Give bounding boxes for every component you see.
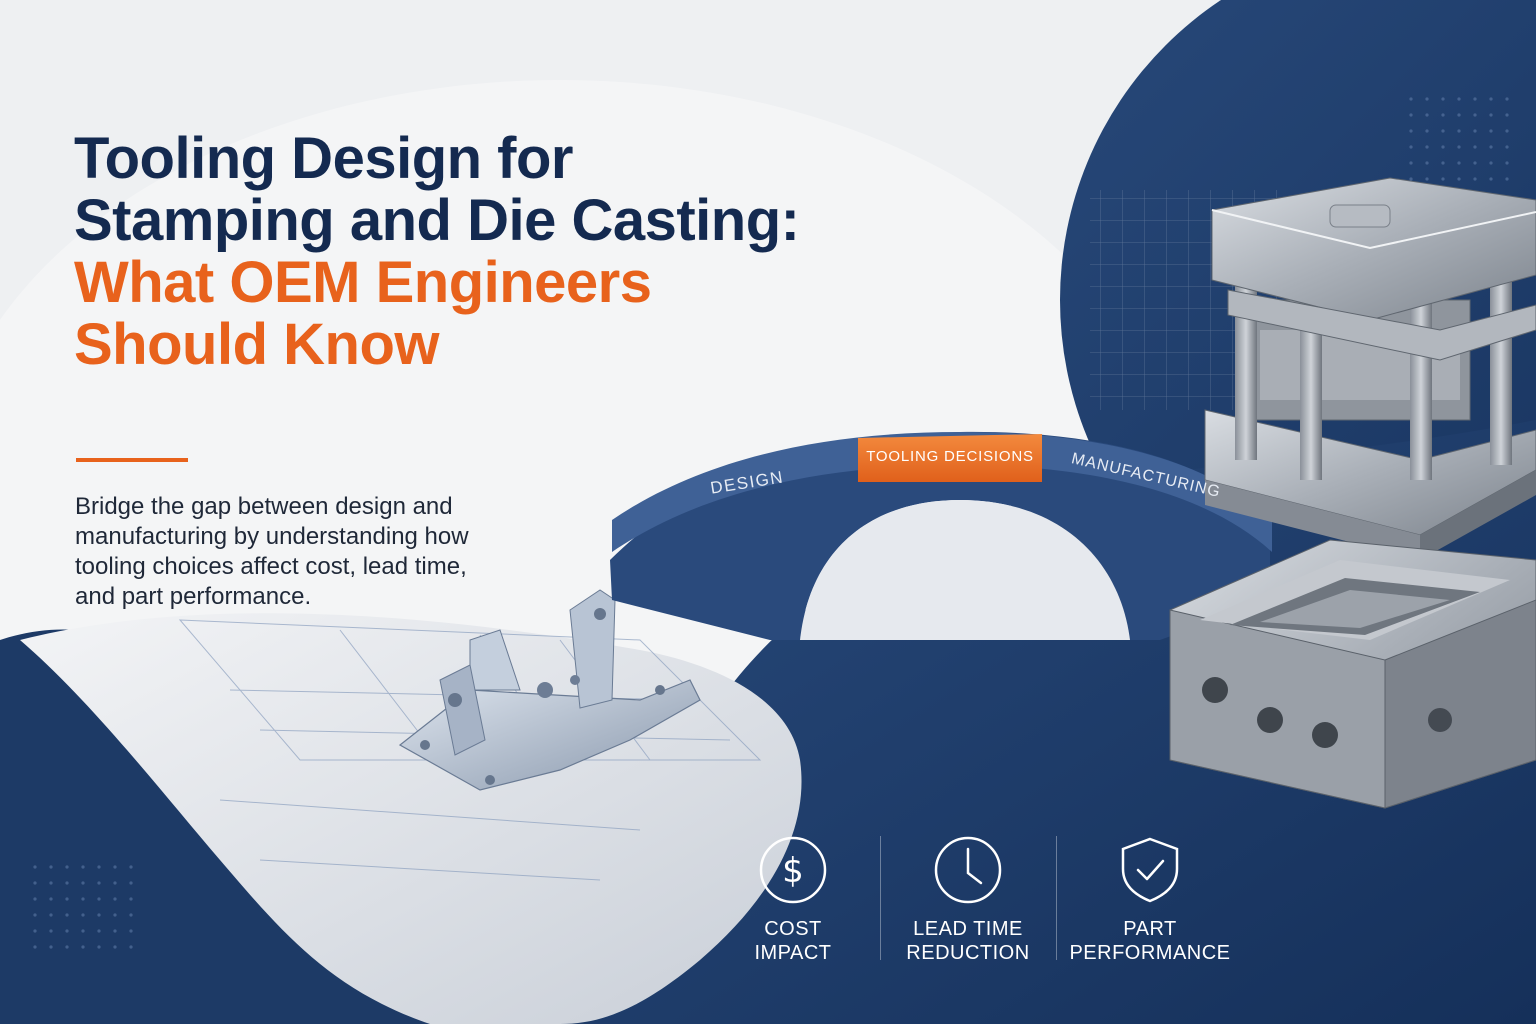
benefit-label-line-2: REDUCTION [906,942,1030,964]
headline: Tooling Design for Stamping and Die Cast… [74,128,834,376]
headline-line-3: What OEM Engineers [74,250,652,315]
shield-check-icon [1121,837,1179,903]
bridge-arch [610,431,1272,640]
dollar-icon: $ [759,836,827,904]
benefit-label-line-2: IMPACT [754,942,832,964]
headline-line-4: Should Know [74,312,440,377]
benefit-divider [880,836,881,960]
subtitle: Bridge the gap between design and manufa… [75,492,545,612]
benefit-label-line-2: PERFORMANCE [1069,942,1231,964]
accent-rule [76,458,188,462]
benefit-label-line-1: LEAD TIME [913,918,1023,940]
benefit-divider [1056,836,1057,960]
benefit-part-performance: PART PERFORMANCE [1060,835,1240,965]
svg-text:$: $ [782,851,804,891]
benefit-lead-time: LEAD TIME REDUCTION [878,835,1058,965]
bridge-label-tooling: TOOLING DECISIONS [866,448,1034,465]
benefit-label-line-1: COST [764,918,822,940]
headline-line-2: Stamping and Die Casting: [74,188,800,253]
benefit-cost-impact: $ COST IMPACT [703,835,883,965]
headline-line-1: Tooling Design for [74,126,573,191]
subtitle-line-4: and part performance. [75,583,312,610]
subtitle-line-2: manufacturing by understanding how [75,523,469,550]
clock-icon [934,836,1002,904]
subtitle-line-1: Bridge the gap between design and [75,493,453,520]
stamping-die-set [1204,177,1536,560]
subtitle-line-3: tooling choices affect cost, lead time, [75,553,467,580]
dot-grid [30,858,142,954]
benefit-label-line-1: PART [1123,918,1177,940]
stamped-bracket [398,589,701,791]
dot-grid [1404,90,1516,186]
die-casting-mold [1169,539,1536,809]
